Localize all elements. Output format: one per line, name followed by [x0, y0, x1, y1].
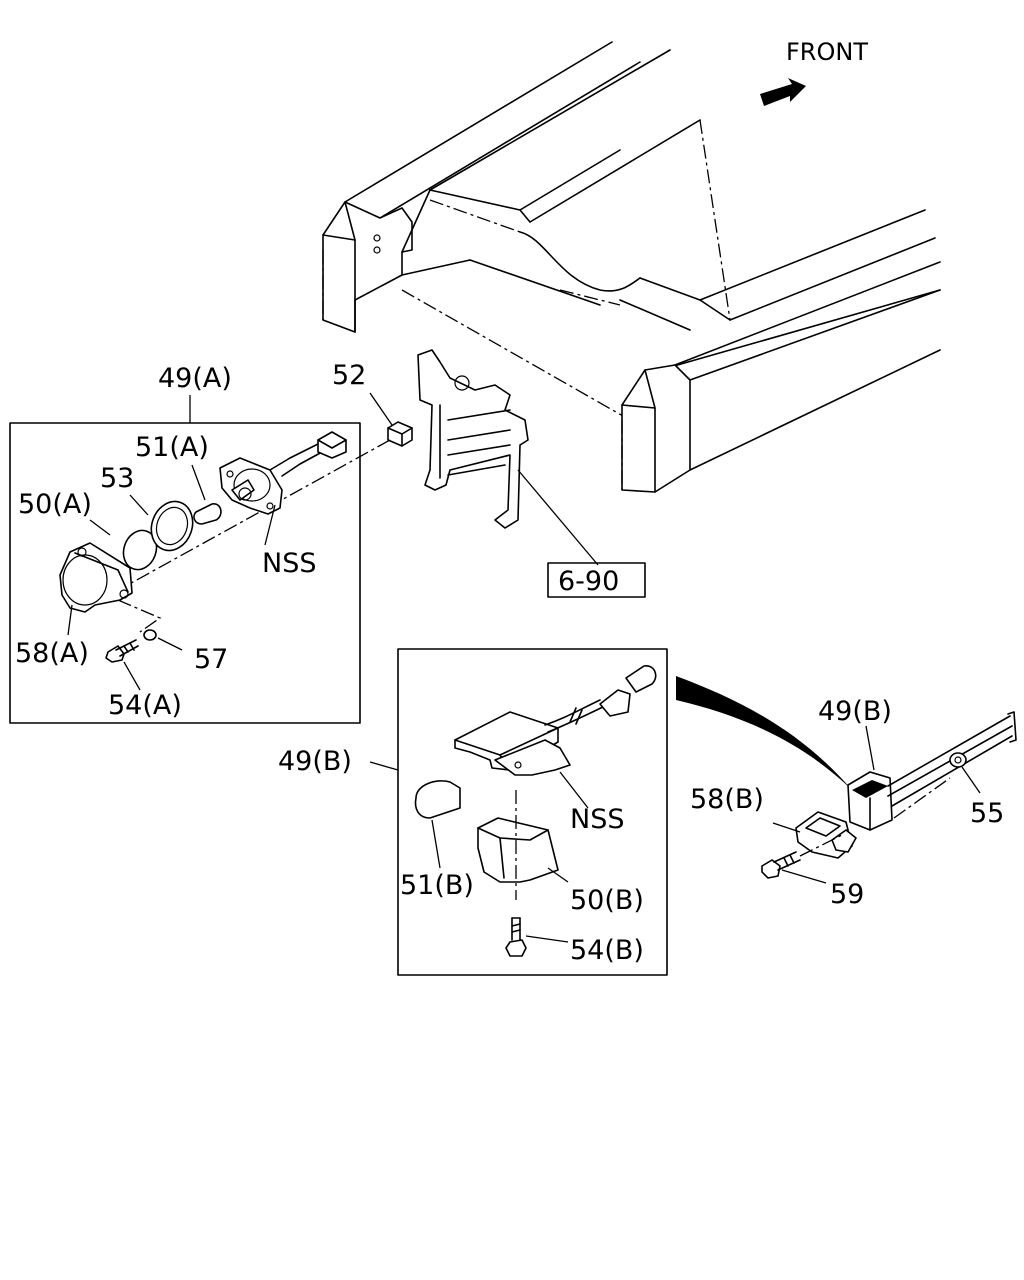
- lamp-bracket: [417, 349, 529, 529]
- socket-nss-a: [219, 431, 347, 515]
- label-50a: 50(A): [18, 489, 92, 520]
- bulb-51b: [414, 780, 461, 819]
- label-57: 57: [194, 644, 228, 675]
- nut-55: [949, 752, 967, 768]
- label-52: 52: [332, 360, 366, 391]
- label-58b: 58(B): [690, 784, 764, 815]
- ref-box: [547, 562, 646, 598]
- box-49b: [397, 648, 668, 976]
- gasket-53: [150, 500, 194, 552]
- front-label: FRONT: [786, 38, 868, 66]
- label-54a: 54(A): [108, 690, 182, 721]
- label-nss-b: NSS: [570, 804, 624, 835]
- lamp-body-49b: [454, 665, 657, 776]
- label-55: 55: [970, 798, 1004, 829]
- housing-58b: [795, 811, 857, 859]
- detail-pointer: [676, 676, 852, 790]
- lamp-housing-58a: [59, 542, 133, 613]
- screw-54b: [505, 917, 527, 957]
- label-49a: 49(A): [158, 363, 232, 394]
- ref-label: 6-90: [558, 566, 619, 597]
- washer-57: [143, 629, 157, 641]
- clip-52: [387, 421, 413, 447]
- label-50b: 50(B): [570, 885, 644, 916]
- label-58a: 58(A): [15, 638, 89, 669]
- installed-lamp-49b: [847, 711, 1017, 831]
- chassis-frame: [322, 41, 941, 493]
- front-arrow-icon: [760, 78, 806, 106]
- label-nss-a: NSS: [262, 548, 316, 579]
- lens-cover-50b: [477, 790, 559, 900]
- label-53: 53: [100, 463, 134, 494]
- assembly-axis-a: [114, 439, 391, 593]
- label-51b: 51(B): [400, 870, 474, 901]
- bulb-51a: [193, 503, 222, 525]
- box-49a: [9, 422, 361, 724]
- label-59: 59: [830, 879, 864, 910]
- label-49b: 49(B): [818, 696, 892, 727]
- label-54b: 54(B): [570, 935, 644, 966]
- label-49b-box: 49(B): [278, 746, 352, 777]
- screw-54a: [105, 639, 139, 663]
- label-51a: 51(A): [135, 432, 209, 463]
- bolt-59: [761, 833, 845, 879]
- lens-50a: [122, 529, 158, 571]
